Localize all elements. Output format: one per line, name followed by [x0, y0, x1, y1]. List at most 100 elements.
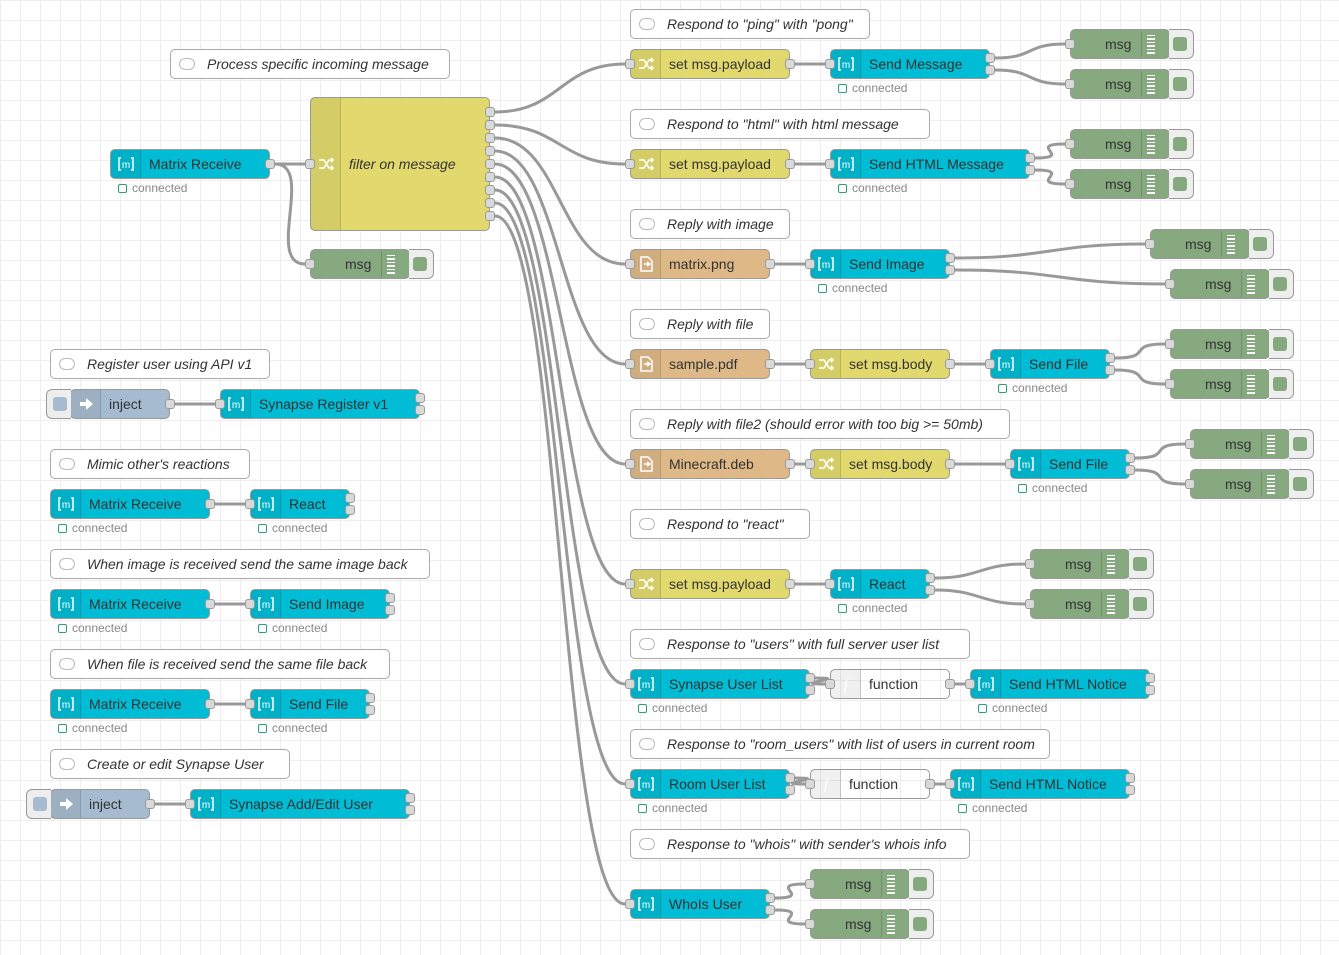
debug-node-dbg6[interactable]: msg — [1150, 229, 1250, 259]
input-port[interactable] — [805, 459, 815, 469]
input-port[interactable] — [945, 779, 955, 789]
output-port[interactable] — [765, 359, 775, 369]
output-port[interactable] — [405, 805, 415, 815]
input-port[interactable] — [625, 59, 635, 69]
output-port[interactable] — [485, 211, 495, 221]
debug-node-dbg11[interactable]: msg — [1190, 469, 1290, 499]
output-port[interactable] — [925, 779, 935, 789]
output-port[interactable] — [945, 265, 955, 275]
wire-react1-dbg12[interactable] — [934, 562, 1026, 580]
output-port[interactable] — [205, 599, 215, 609]
input-port[interactable] — [245, 499, 255, 509]
input-port[interactable] — [825, 679, 835, 689]
output-port[interactable] — [1105, 365, 1115, 375]
debug-toggle-button[interactable] — [1129, 549, 1154, 579]
wire-sendfile2-dbg11[interactable] — [1134, 468, 1186, 486]
switch-node-switch[interactable]: filter on message — [310, 97, 490, 231]
wire-sendmsg-dbg2[interactable] — [994, 42, 1066, 60]
wire-switchn-chg1[interactable] — [494, 62, 626, 114]
input-port[interactable] — [1185, 479, 1195, 489]
wire-switchn-synusers[interactable] — [494, 188, 626, 686]
inject-trigger-button[interactable] — [46, 389, 71, 419]
debug-toggle-button[interactable] — [1129, 589, 1154, 619]
input-port[interactable] — [805, 779, 815, 789]
wire-switchn-file2[interactable] — [494, 149, 626, 366]
output-port[interactable] — [145, 799, 155, 809]
output-port[interactable] — [1025, 153, 1035, 163]
output-port[interactable] — [785, 773, 795, 783]
input-port[interactable] — [1185, 439, 1195, 449]
wire-whois-dbg15[interactable] — [774, 908, 806, 926]
input-port[interactable] — [625, 259, 635, 269]
output-port[interactable] — [1145, 673, 1155, 683]
input-port[interactable] — [1065, 179, 1075, 189]
output-port[interactable] — [415, 405, 425, 415]
input-port[interactable] — [1165, 379, 1175, 389]
output-port[interactable] — [1125, 785, 1135, 795]
output-port[interactable] — [985, 65, 995, 75]
input-port[interactable] — [245, 599, 255, 609]
wire-sendimg-dbg7[interactable] — [954, 268, 1166, 286]
output-port[interactable] — [785, 459, 795, 469]
input-port[interactable] — [625, 679, 635, 689]
input-port[interactable] — [625, 459, 635, 469]
file-node-file1[interactable]: matrix.png — [630, 249, 770, 279]
debug-node-dbg14[interactable]: msg — [810, 869, 910, 899]
input-port[interactable] — [1145, 239, 1155, 249]
comment-mimic[interactable]: Mimic other's reactions — [50, 449, 250, 479]
wire-sendhtml-dbg5[interactable] — [1034, 168, 1066, 186]
output-port[interactable] — [765, 905, 775, 915]
file-node-file3[interactable]: Minecraft.deb — [630, 449, 790, 479]
output-port[interactable] — [485, 120, 495, 130]
comment-synuser[interactable]: Create or edit Synapse User — [50, 749, 290, 779]
input-port[interactable] — [1025, 599, 1035, 609]
output-port[interactable] — [485, 159, 495, 169]
debug-node-dbg4[interactable]: msg — [1070, 129, 1170, 159]
debug-toggle-button[interactable] — [1269, 369, 1294, 399]
output-port[interactable] — [265, 159, 275, 169]
input-port[interactable] — [625, 359, 635, 369]
debug-node-dbg1[interactable]: msg — [310, 249, 410, 279]
input-port[interactable] — [805, 359, 815, 369]
debug-toggle-button[interactable] — [1169, 169, 1194, 199]
wire-recv1-dbg1[interactable] — [274, 162, 306, 266]
comment-users[interactable]: Response to "users" with full server use… — [630, 629, 970, 659]
input-port[interactable] — [1065, 39, 1075, 49]
output-port[interactable] — [1025, 165, 1035, 175]
inject-node-inject2[interactable]: inject — [50, 789, 150, 819]
debug-toggle-button[interactable] — [1169, 29, 1194, 59]
input-port[interactable] — [215, 399, 225, 409]
debug-toggle-button[interactable] — [1289, 469, 1314, 499]
debug-node-dbg13[interactable]: msg — [1030, 589, 1130, 619]
debug-node-dbg2[interactable]: msg — [1070, 29, 1170, 59]
output-port[interactable] — [1145, 685, 1155, 695]
inject-node-inject1[interactable]: inject — [70, 389, 170, 419]
debug-toggle-button[interactable] — [1269, 329, 1294, 359]
output-port[interactable] — [385, 605, 395, 615]
output-port[interactable] — [945, 359, 955, 369]
output-port[interactable] — [485, 185, 495, 195]
output-port[interactable] — [925, 573, 935, 583]
wire-switchn-roomusers[interactable] — [494, 201, 626, 786]
input-port[interactable] — [825, 159, 835, 169]
output-port[interactable] — [805, 673, 815, 683]
debug-toggle-button[interactable] — [1249, 229, 1274, 259]
input-port[interactable] — [1165, 279, 1175, 289]
input-port[interactable] — [625, 159, 635, 169]
comment-fileback[interactable]: When file is received send the same file… — [50, 649, 390, 679]
input-port[interactable] — [245, 699, 255, 709]
output-port[interactable] — [765, 893, 775, 903]
debug-toggle-button[interactable] — [1269, 269, 1294, 299]
comment-whois[interactable]: Response to "whois" with sender's whois … — [630, 829, 970, 859]
output-port[interactable] — [485, 107, 495, 117]
input-port[interactable] — [1065, 79, 1075, 89]
debug-toggle-button[interactable] — [909, 869, 934, 899]
input-port[interactable] — [305, 159, 315, 169]
